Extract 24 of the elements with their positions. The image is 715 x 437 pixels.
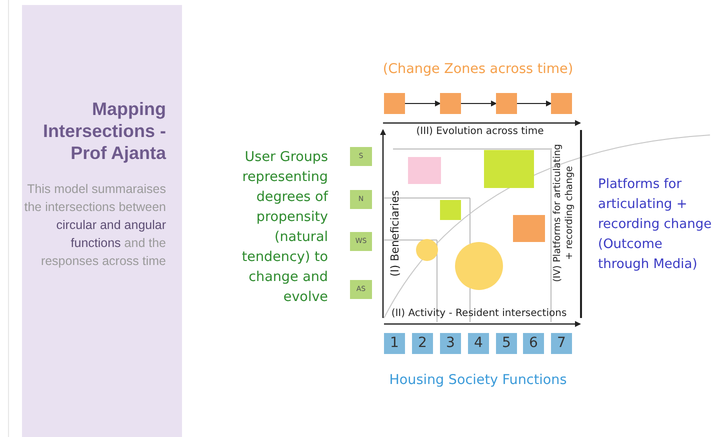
side-label: Platforms for articulating + recording change (Outcome through Media): [598, 176, 713, 274]
heading-text: Housing Society Functions: [388, 371, 568, 390]
function-box: 4: [468, 333, 489, 354]
arrow: [404, 100, 441, 106]
slide-title: Mapping Intersections - Prof Ajanta: [42, 98, 166, 164]
function-box: 2: [412, 333, 433, 354]
axis-label: (III) Evolution across time: [415, 125, 545, 139]
axis-label: (II) Activity - Resident intersections: [390, 307, 568, 321]
side-label: User Groups representing degrees of propensity (natural tendency) to change and evolve: [240, 148, 328, 307]
axis-label: (IV) Platforms for articulating + recording change: [552, 143, 576, 283]
function-box: 6: [523, 333, 544, 354]
function-box: 1: [384, 333, 405, 354]
function-box: 5: [496, 333, 517, 354]
change-zone-box: [440, 93, 461, 114]
function-box: 7: [551, 333, 572, 354]
change-zone-box: [551, 93, 572, 114]
arrow: [460, 100, 497, 106]
heading-text: (Change Zones across time): [382, 60, 574, 79]
axis-label: (I) Beneficiaries: [388, 189, 402, 279]
change-zone-box: [384, 93, 405, 114]
function-box: 3: [440, 333, 461, 354]
description-text: This model summaraises the intersections between circular and angular functions and the responses across time: [24, 181, 166, 270]
change-zone-box: [496, 93, 517, 114]
arrow: [516, 100, 552, 106]
